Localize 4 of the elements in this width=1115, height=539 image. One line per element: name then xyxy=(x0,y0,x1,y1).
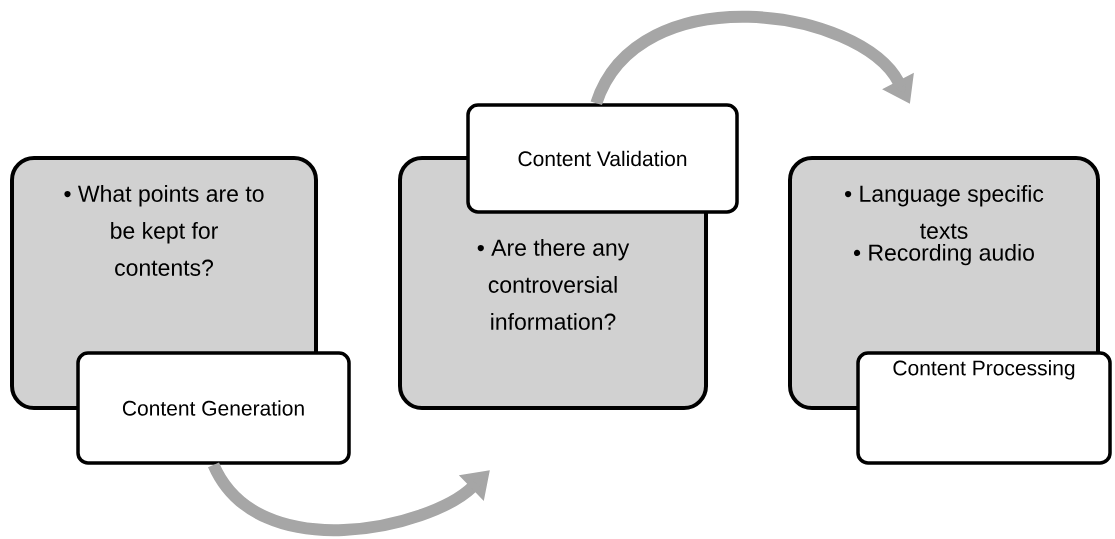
step-label-box: Content Validation xyxy=(466,103,739,214)
curved-arrow xyxy=(590,10,914,106)
step-label-box: Content Processing xyxy=(856,351,1112,465)
step-label-box: Content Generation xyxy=(76,351,351,465)
